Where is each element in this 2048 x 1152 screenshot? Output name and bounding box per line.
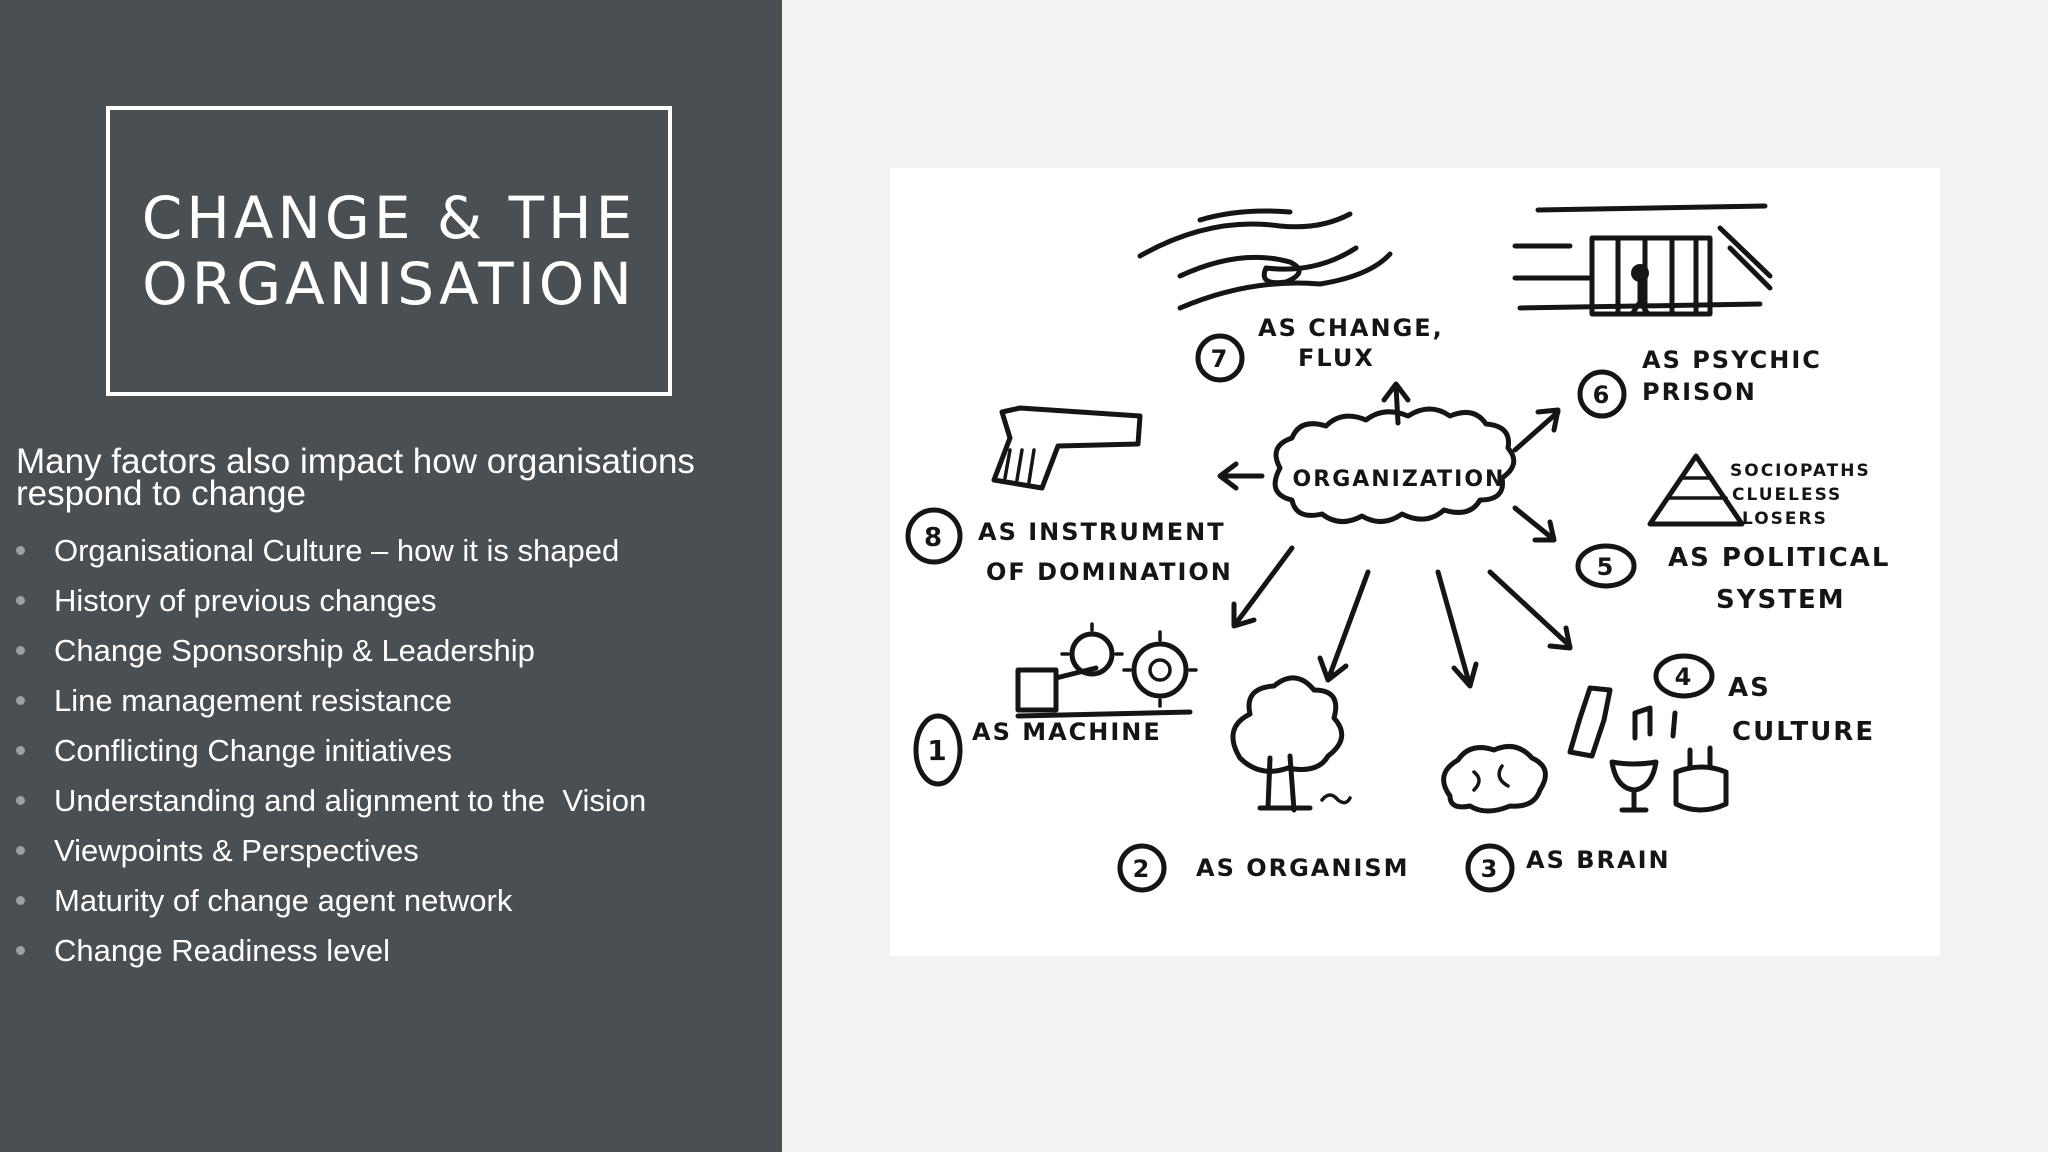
- glass-icon: [1609, 759, 1659, 813]
- tree-icon: [1230, 675, 1352, 813]
- list-item: Maturity of change agent network: [16, 876, 756, 926]
- list-item: Line management resistance: [16, 676, 756, 726]
- bullet-icon: [16, 696, 25, 705]
- bullet-text: Understanding and alignment to the Visio…: [54, 783, 647, 818]
- metaphor-3-number: 3: [1481, 855, 1500, 883]
- bullet-text: Maturity of change agent network: [54, 883, 513, 918]
- culture-icons: [1567, 685, 1729, 813]
- number-circle-3: [1465, 843, 1515, 893]
- metaphor-8-label: AS INSTRUMENT: [978, 518, 1226, 546]
- list-item: Viewpoints & Perspectives: [16, 826, 756, 876]
- metaphor-2-number: 2: [1133, 855, 1152, 883]
- center-cloud: ORGANIZATION: [1272, 406, 1517, 524]
- left-panel: CHANGE & THE ORGANISATION Many factors a…: [0, 0, 782, 1152]
- bullet-icon: [16, 596, 25, 605]
- list-item: Understanding and alignment to the Visio…: [16, 776, 756, 826]
- bullet-text: Change Readiness level: [54, 933, 391, 968]
- number-circle-5: [1575, 543, 1637, 589]
- bullet-text: Conflicting Change initiatives: [54, 733, 453, 768]
- bullet-text: Line management resistance: [54, 683, 453, 718]
- metaphor-4-number: 4: [1675, 663, 1694, 691]
- bullet-icon: [16, 646, 25, 655]
- bullet-icon: [16, 896, 25, 905]
- metaphor-5-number: 5: [1597, 553, 1616, 581]
- cake-icon: [1673, 745, 1729, 813]
- metaphor-6-label: AS PSYCHIC: [1642, 346, 1822, 374]
- slide-title: CHANGE & THE ORGANISATION: [141, 184, 637, 318]
- title-frame: CHANGE & THE ORGANISATION: [106, 106, 672, 396]
- bullet-icon: [16, 546, 25, 555]
- bullet-text: Viewpoints & Perspectives: [54, 833, 419, 868]
- metaphors-sketch-image: ORGANIZATION 7 AS CHANGE, FLUX: [890, 168, 1940, 956]
- bullet-text: Organisational Culture – how it is shape…: [54, 533, 620, 568]
- number-circle-8: [905, 507, 963, 565]
- list-item: Change Sponsorship & Leadership: [16, 626, 756, 676]
- metaphor-1-label: AS MACHINE: [972, 718, 1162, 746]
- arrows: [1217, 381, 1573, 689]
- waves-icon: [1137, 208, 1393, 311]
- bullet-text: Change Sponsorship & Leadership: [54, 633, 535, 668]
- metaphor-2-label: AS ORGANISM: [1196, 854, 1410, 882]
- metaphor-8-number: 8: [924, 523, 944, 553]
- metaphor-4-label: AS: [1728, 673, 1771, 703]
- metaphor-1-number: 1: [927, 734, 948, 767]
- arrow-down-right: [1487, 569, 1573, 651]
- list-item: History of previous changes: [16, 576, 756, 626]
- pyramid-label-bottom: LOSERS: [1742, 509, 1828, 529]
- intro-text: Many factors also impact how organisatio…: [16, 442, 695, 513]
- arrow-right: [1512, 505, 1557, 543]
- pyramid-label-top: SOCIOPATHS: [1730, 461, 1871, 481]
- arrow-down-2: [1435, 569, 1479, 689]
- list-item: Conflicting Change initiatives: [16, 726, 756, 776]
- number-circle-7: [1195, 333, 1245, 383]
- metaphor-5-label: AS POLITICAL: [1668, 543, 1890, 573]
- sketch-drawing: ORGANIZATION 7 AS CHANGE, FLUX: [905, 203, 1890, 893]
- arrow-up-right: [1512, 407, 1561, 453]
- center-label: ORGANIZATION: [1293, 467, 1506, 492]
- number-circle-2: [1117, 843, 1167, 893]
- metaphor-3-label: AS BRAIN: [1526, 846, 1671, 874]
- metaphor-7-label: AS CHANGE,: [1258, 314, 1444, 342]
- list-item: Change Readiness level: [16, 926, 756, 976]
- arrow-up: [1381, 381, 1411, 426]
- bullet-icon: [16, 846, 25, 855]
- metaphor-5-label2: SYSTEM: [1716, 585, 1846, 615]
- brain-icon: [1441, 743, 1548, 814]
- metaphor-6-number: 6: [1593, 381, 1612, 409]
- number-circle-4: [1653, 653, 1715, 699]
- bullet-icon: [16, 796, 25, 805]
- bullet-list: Organisational Culture – how it is shape…: [16, 526, 756, 976]
- arrow-left: [1217, 461, 1265, 491]
- bottle-icon: [1567, 685, 1613, 759]
- number-circle-1: [913, 713, 963, 787]
- prison-icon: [1512, 203, 1773, 317]
- metaphor-7-number: 7: [1211, 345, 1230, 373]
- gears-icon: [1015, 622, 1198, 719]
- bullet-icon: [16, 946, 25, 955]
- pyramid-label-middle: CLUELESS: [1732, 485, 1842, 505]
- metaphor-8-label2: OF DOMINATION: [986, 558, 1233, 586]
- metaphor-6-label2: PRISON: [1642, 378, 1757, 406]
- number-circle-6: [1577, 369, 1627, 419]
- list-item: Organisational Culture – how it is shape…: [16, 526, 756, 576]
- arrow-down-left: [1231, 545, 1295, 629]
- music-note-icon: [1632, 705, 1678, 741]
- bullet-text: History of previous changes: [54, 583, 437, 618]
- arrow-down-1: [1317, 569, 1371, 683]
- bullet-icon: [16, 746, 25, 755]
- metaphor-7-label2: FLUX: [1298, 344, 1375, 372]
- metaphor-4-label2: CULTURE: [1732, 717, 1875, 747]
- gun-icon: [991, 405, 1143, 491]
- pyramid-icon: [1647, 453, 1745, 527]
